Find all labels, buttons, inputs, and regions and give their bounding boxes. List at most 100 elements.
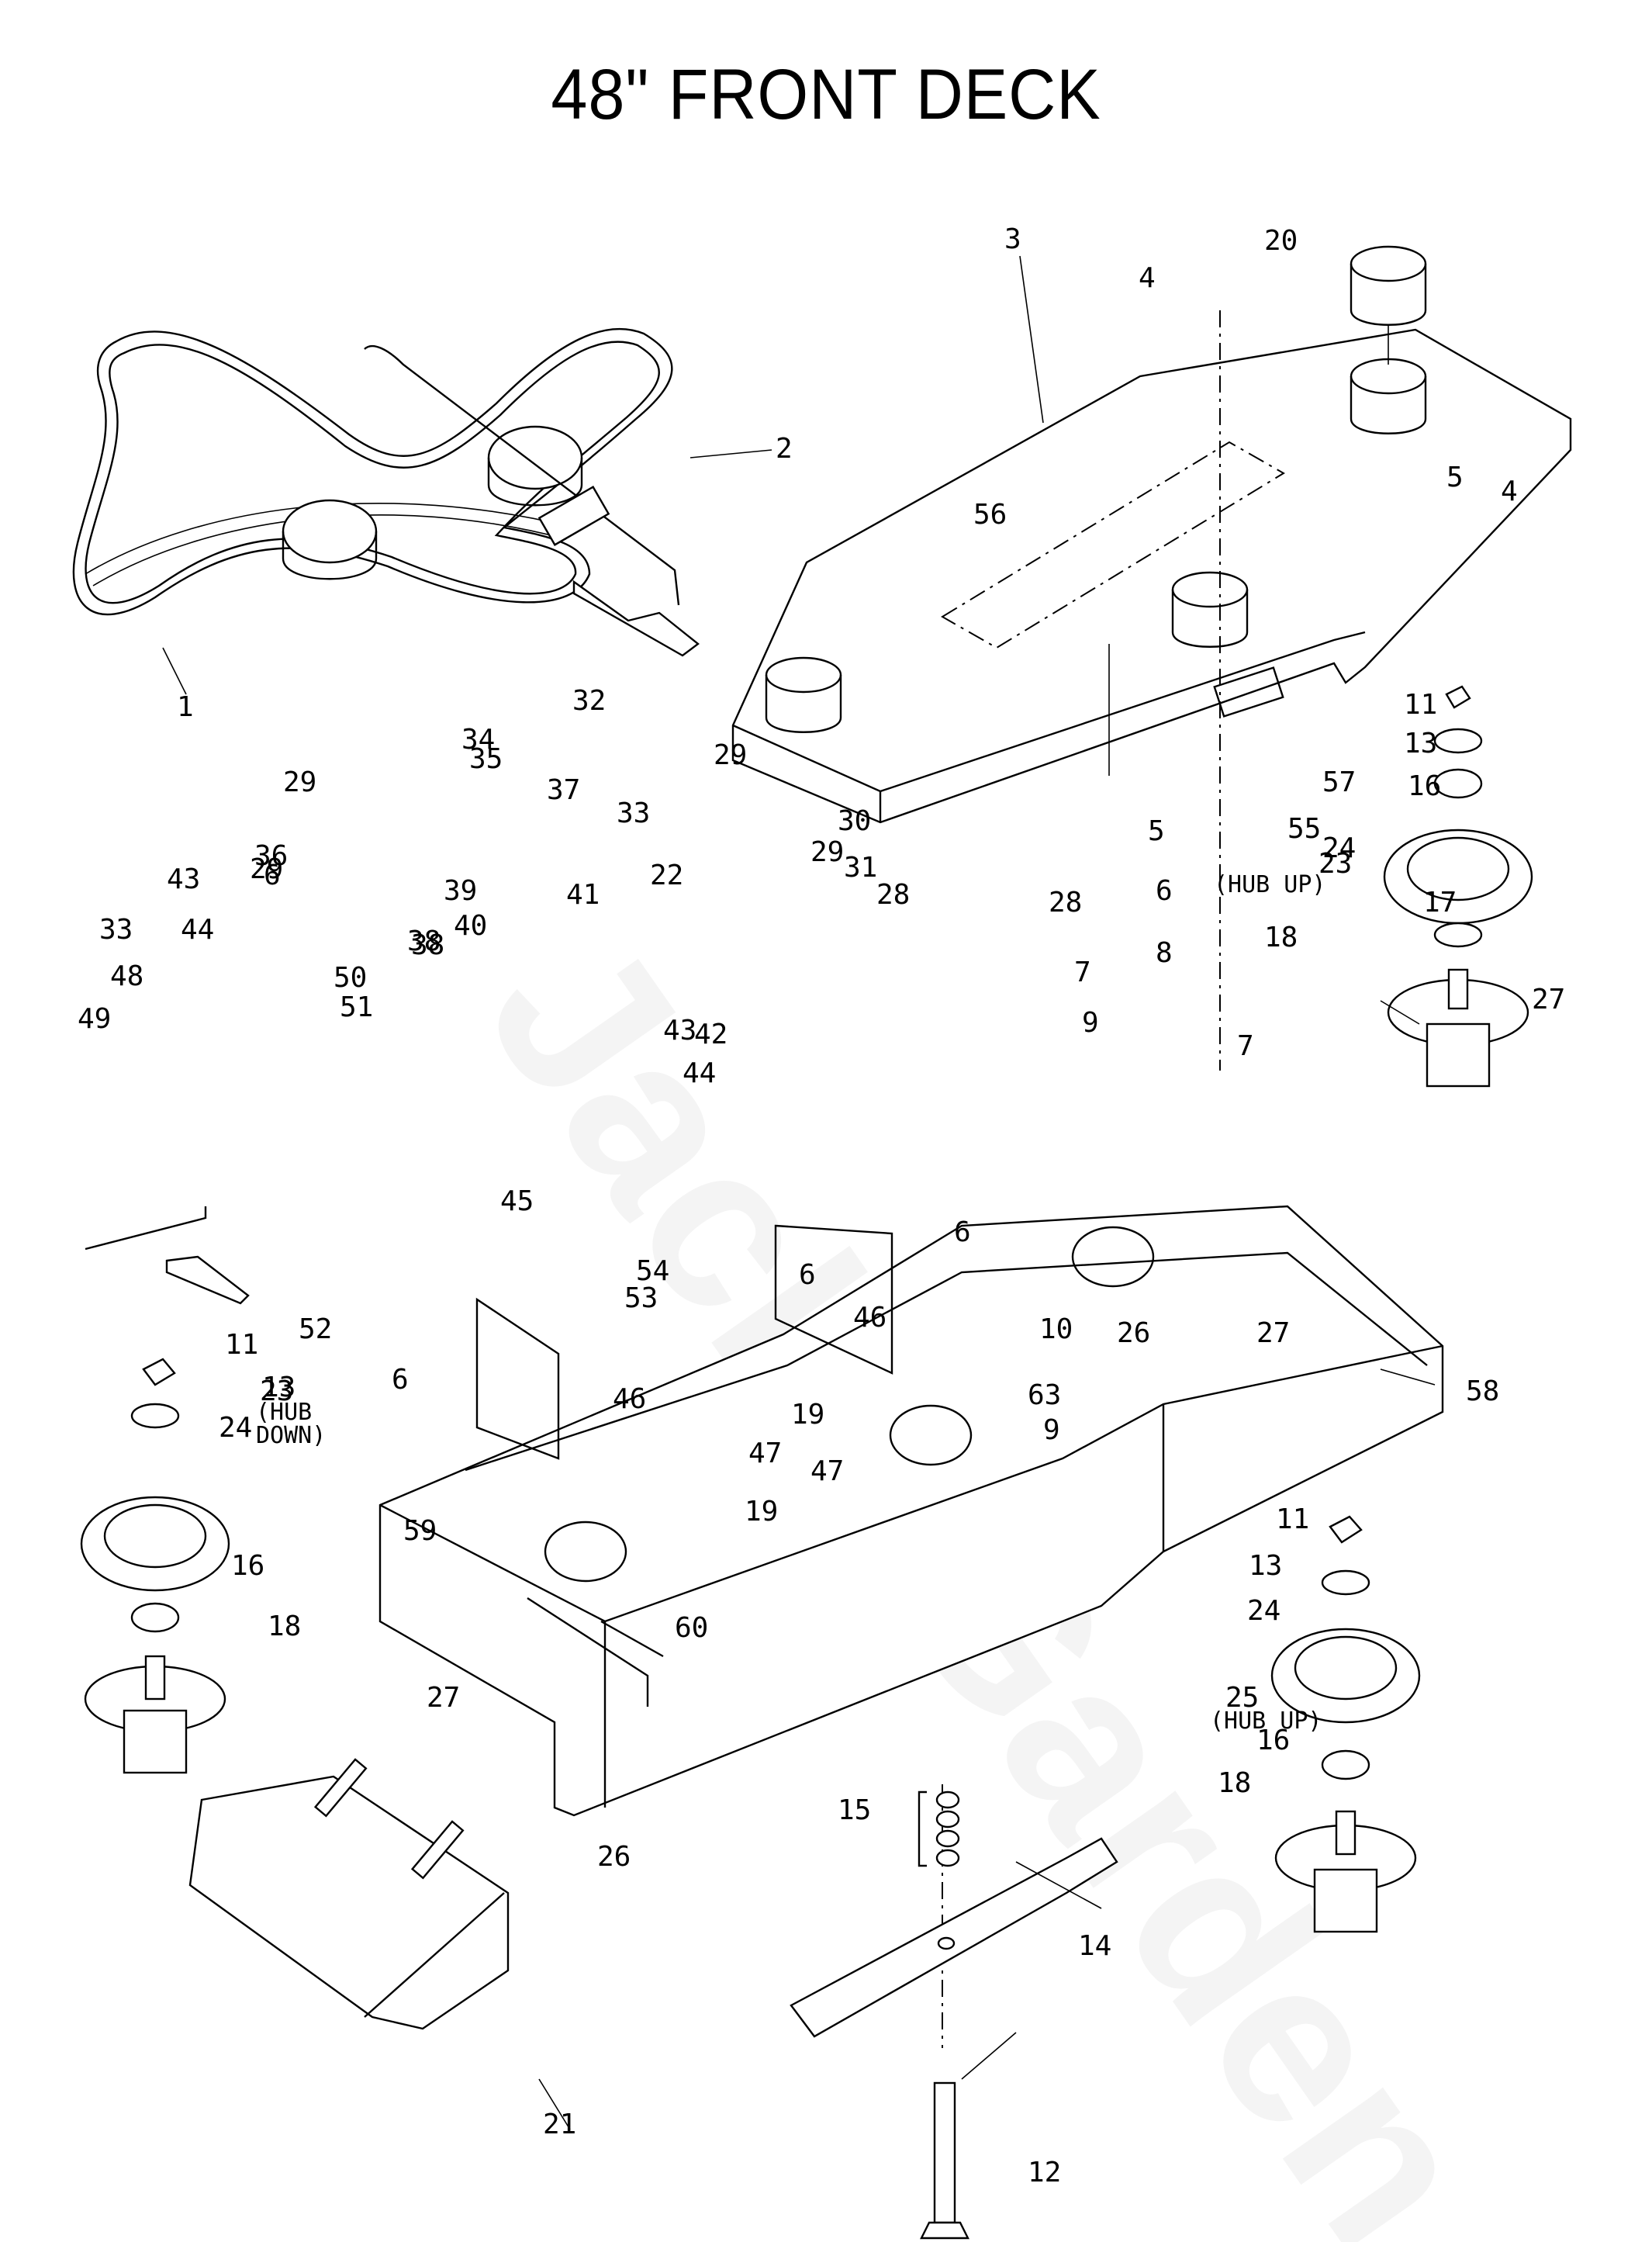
callout-19: 19 xyxy=(791,1399,824,1431)
callout-35: 35 xyxy=(469,743,503,775)
callout-54: 54 xyxy=(636,1255,669,1287)
callout-29: 29 xyxy=(810,836,844,868)
callout-48: 48 xyxy=(110,960,143,992)
leader-lines xyxy=(162,255,1436,2130)
callout-6: 6 xyxy=(954,1216,971,1248)
callout-63: 63 xyxy=(1028,1379,1061,1411)
callout-18: 18 xyxy=(1264,922,1298,953)
callout-36: 36 xyxy=(254,840,288,872)
deck-cover xyxy=(731,328,1572,824)
idler-pulley-upper xyxy=(487,425,583,507)
blade-spacers xyxy=(918,1790,960,1867)
decal-56-outline xyxy=(941,441,1285,649)
callout-5: 5 xyxy=(1148,815,1165,847)
callout-18: 18 xyxy=(268,1611,301,1642)
callout-15: 15 xyxy=(838,1794,871,1826)
callout-46: 46 xyxy=(853,1302,886,1334)
callout-26: 26 xyxy=(1117,1317,1150,1349)
callout-43: 43 xyxy=(663,1015,696,1047)
callout-44: 44 xyxy=(683,1057,716,1089)
callout-7: 7 xyxy=(1237,1030,1254,1062)
callout-25: 25 xyxy=(1225,1682,1259,1714)
callout-57: 57 xyxy=(1322,766,1356,798)
callout-1: 1 xyxy=(177,691,194,723)
idler-arm-48 xyxy=(165,1255,250,1305)
callout-29: 29 xyxy=(283,766,316,798)
spindle-assembly-left xyxy=(80,1358,230,1774)
callout-28: 28 xyxy=(1049,887,1082,919)
idler-arm-45 xyxy=(572,580,700,657)
callout-24: 24 xyxy=(1247,1595,1280,1627)
callout-9: 9 xyxy=(1043,1414,1060,1446)
callout-23: 23 xyxy=(1318,848,1352,880)
callout-56: 56 xyxy=(973,499,1007,531)
callout-9: 9 xyxy=(1082,1007,1099,1039)
callout-13: 13 xyxy=(1404,728,1437,759)
callout-58: 58 xyxy=(1466,1375,1499,1407)
callout-13: 13 xyxy=(1249,1550,1282,1582)
callout-60: 60 xyxy=(675,1612,708,1644)
discharge-deflector xyxy=(188,1758,510,2030)
callout-28: 28 xyxy=(876,879,910,911)
callout-27: 27 xyxy=(427,1682,460,1714)
callout-11: 11 xyxy=(1404,689,1437,721)
hub-down-note-2: DOWN) xyxy=(256,1422,326,1449)
callout-33: 33 xyxy=(99,914,133,946)
callout-50: 50 xyxy=(334,962,367,994)
callout-26: 26 xyxy=(597,1841,631,1873)
callout-37: 37 xyxy=(547,774,580,806)
callout-11: 11 xyxy=(1276,1503,1309,1535)
callout-2: 2 xyxy=(776,433,793,465)
callout-44: 44 xyxy=(181,914,214,946)
callout-8: 8 xyxy=(1156,937,1173,969)
callout-11: 11 xyxy=(225,1329,258,1361)
callout-17: 17 xyxy=(1423,887,1457,919)
callout-31: 31 xyxy=(844,852,877,884)
callout-7: 7 xyxy=(1074,957,1091,988)
callout-45: 45 xyxy=(500,1185,534,1217)
callout-6: 6 xyxy=(264,860,281,891)
callout-20: 20 xyxy=(1264,225,1298,257)
callout-27: 27 xyxy=(1532,984,1565,1015)
callout-55: 55 xyxy=(1287,813,1321,845)
callout-3: 3 xyxy=(1004,223,1021,255)
callout-38: 38 xyxy=(411,929,444,961)
callout-18: 18 xyxy=(1218,1767,1251,1799)
spring-rod-49 xyxy=(85,1206,207,1251)
callout-10: 10 xyxy=(1039,1313,1073,1345)
callout-4: 4 xyxy=(1139,262,1156,294)
callout-51: 51 xyxy=(340,991,373,1023)
callout-42: 42 xyxy=(694,1019,728,1050)
callout-12: 12 xyxy=(1028,2157,1061,2188)
mower-blade xyxy=(790,1837,1118,2038)
hub-up-note-bottom: (HUB UP) xyxy=(1210,1707,1322,1735)
page-title: 48" FRONT DECK xyxy=(551,55,1101,134)
blade-bolt xyxy=(920,2081,969,2240)
mower-deck-shell xyxy=(378,1205,1444,1817)
callout-19: 19 xyxy=(745,1496,778,1528)
callout-47: 47 xyxy=(810,1455,844,1487)
hub-up-note: (HUB UP) xyxy=(1214,871,1326,898)
callout-38: 38 xyxy=(407,926,441,957)
spindle-assembly-right xyxy=(1383,685,1533,1088)
callout-33: 33 xyxy=(617,798,650,829)
adjuster-tube xyxy=(537,486,610,546)
callout-34: 34 xyxy=(461,724,495,756)
callout-52: 52 xyxy=(299,1313,332,1345)
callout-21: 21 xyxy=(543,2109,576,2140)
callout-23: 23 xyxy=(260,1375,293,1407)
callout-24: 24 xyxy=(1322,832,1356,864)
callout-53: 53 xyxy=(624,1282,658,1314)
callout-13: 13 xyxy=(262,1372,295,1403)
hub-down-note-1: (HUB xyxy=(256,1399,312,1426)
callout-46: 46 xyxy=(613,1383,646,1415)
decal-57 xyxy=(1213,666,1284,718)
callout-6: 6 xyxy=(799,1259,816,1291)
callout-16: 16 xyxy=(1256,1725,1290,1756)
callout-4: 4 xyxy=(1501,476,1518,507)
callout-16: 16 xyxy=(1408,770,1441,802)
idler-rod xyxy=(364,344,680,606)
callout-22: 22 xyxy=(650,860,683,891)
callout-32: 32 xyxy=(572,685,606,717)
